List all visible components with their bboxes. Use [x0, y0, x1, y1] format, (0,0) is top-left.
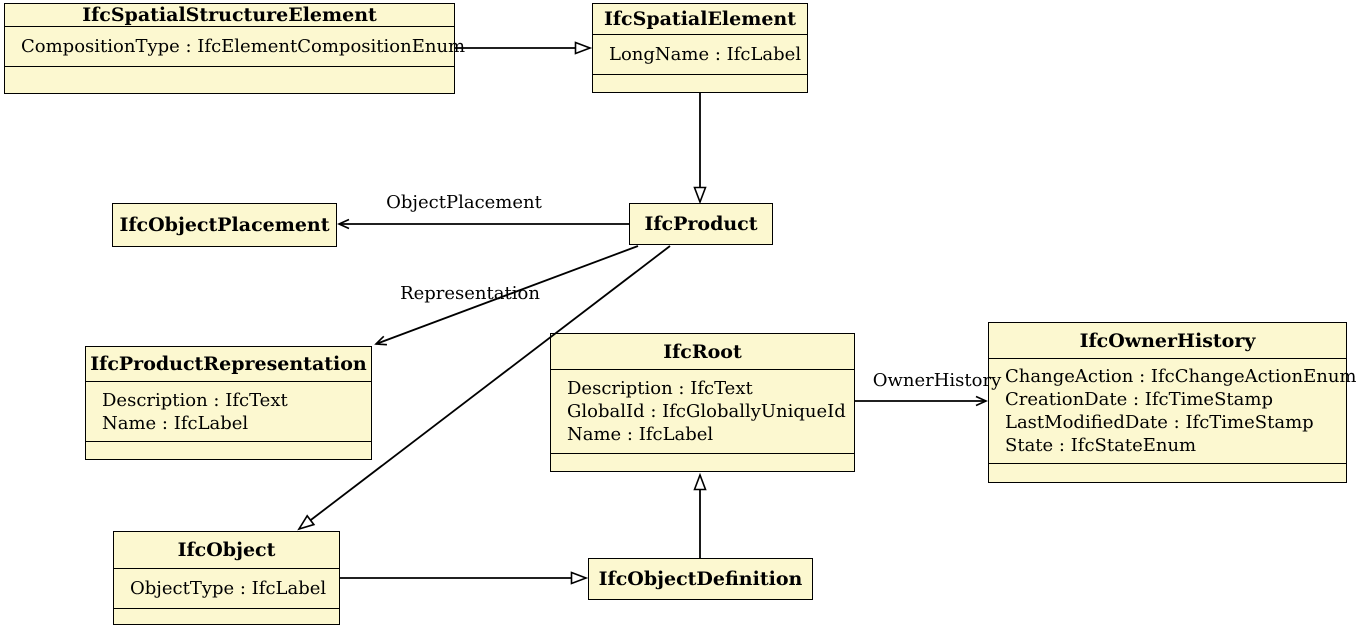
- class-attribute: CreationDate : IfcTimeStamp: [1005, 389, 1273, 410]
- edge-label-ownerhistory: OwnerHistory: [872, 370, 1002, 391]
- class-empty-compartment: [989, 463, 1346, 482]
- class-title: IfcObject: [177, 539, 276, 561]
- class-ifcobject: IfcObject ObjectType : IfcLabel: [113, 531, 340, 625]
- class-attributes: LongName : IfcLabel: [593, 34, 807, 74]
- class-attribute: LastModifiedDate : IfcTimeStamp: [1005, 412, 1314, 433]
- class-empty-compartment: [551, 453, 854, 471]
- class-attribute: LongName : IfcLabel: [609, 44, 802, 65]
- class-ifcspatialstructureelement: IfcSpatialStructureElement CompositionTy…: [4, 3, 466, 94]
- class-title: IfcRoot: [663, 340, 742, 363]
- class-title: IfcObjectDefinition: [598, 568, 803, 590]
- class-ifcownerhistory: IfcOwnerHistory ChangeAction : IfcChange…: [988, 322, 1357, 483]
- class-attribute: Name : IfcLabel: [567, 424, 714, 445]
- class-attribute: ChangeAction : IfcChangeActionEnum: [1005, 366, 1357, 387]
- class-empty-compartment: [593, 74, 807, 92]
- class-attribute: GlobalId : IfcGloballyUniqueId: [567, 401, 846, 422]
- class-title: IfcObjectPlacement: [119, 214, 330, 236]
- class-ifcproduct: IfcProduct: [629, 203, 773, 245]
- edge-label-representation: Representation: [400, 283, 540, 304]
- class-ifcspatialelement: IfcSpatialElement LongName : IfcLabel: [592, 3, 808, 93]
- class-attributes: Description : IfcText GlobalId : IfcGlob…: [551, 369, 854, 453]
- class-empty-compartment: [114, 608, 339, 624]
- class-attribute: State : IfcStateEnum: [1005, 435, 1197, 456]
- class-empty-compartment: [5, 66, 454, 93]
- class-title: IfcProduct: [644, 213, 758, 235]
- class-attributes: Description : IfcText Name : IfcLabel: [86, 381, 371, 441]
- class-empty-compartment: [86, 441, 371, 459]
- class-attributes: CompositionType : IfcElementCompositionE…: [5, 26, 466, 66]
- class-title: IfcProductRepresentation: [90, 353, 367, 375]
- class-attribute: CompositionType : IfcElementCompositionE…: [21, 36, 466, 57]
- class-attribute: Description : IfcText: [102, 389, 288, 411]
- class-attributes: ObjectType : IfcLabel: [114, 568, 339, 608]
- class-ifcproductrepresentation: IfcProductRepresentation Description : I…: [85, 346, 372, 460]
- class-ifcobjectdefinition: IfcObjectDefinition: [588, 558, 813, 600]
- class-attribute: Description : IfcText: [567, 378, 753, 399]
- class-ifcroot: IfcRoot Description : IfcText GlobalId :…: [550, 333, 855, 472]
- class-attribute: ObjectType : IfcLabel: [130, 578, 327, 599]
- class-attribute: Name : IfcLabel: [102, 412, 249, 434]
- class-ifcobjectplacement: IfcObjectPlacement: [112, 203, 337, 247]
- class-title: IfcSpatialElement: [603, 8, 797, 30]
- class-title: IfcOwnerHistory: [1079, 329, 1256, 352]
- edge-label-objectplacement: ObjectPlacement: [386, 192, 542, 213]
- class-title: IfcSpatialStructureElement: [82, 4, 377, 26]
- class-attributes: ChangeAction : IfcChangeActionEnum Creat…: [989, 358, 1357, 463]
